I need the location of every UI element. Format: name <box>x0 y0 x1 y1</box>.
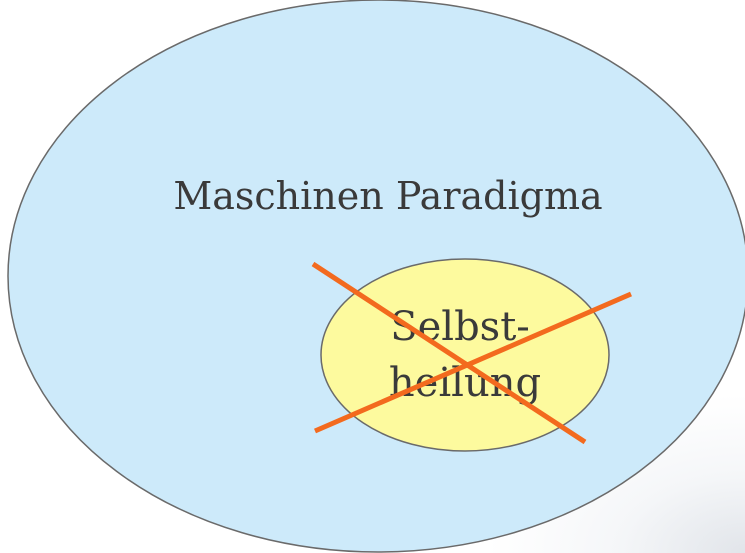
outer-ellipse-label: Maschinen Paradigma <box>173 174 602 218</box>
cross-line-ascending <box>314 291 632 434</box>
cross-out-mark <box>311 261 632 445</box>
cross-line-descending <box>311 261 587 445</box>
outer-ellipse-machine-paradigm <box>7 0 745 553</box>
inner-ellipse-self-healing <box>320 258 610 452</box>
